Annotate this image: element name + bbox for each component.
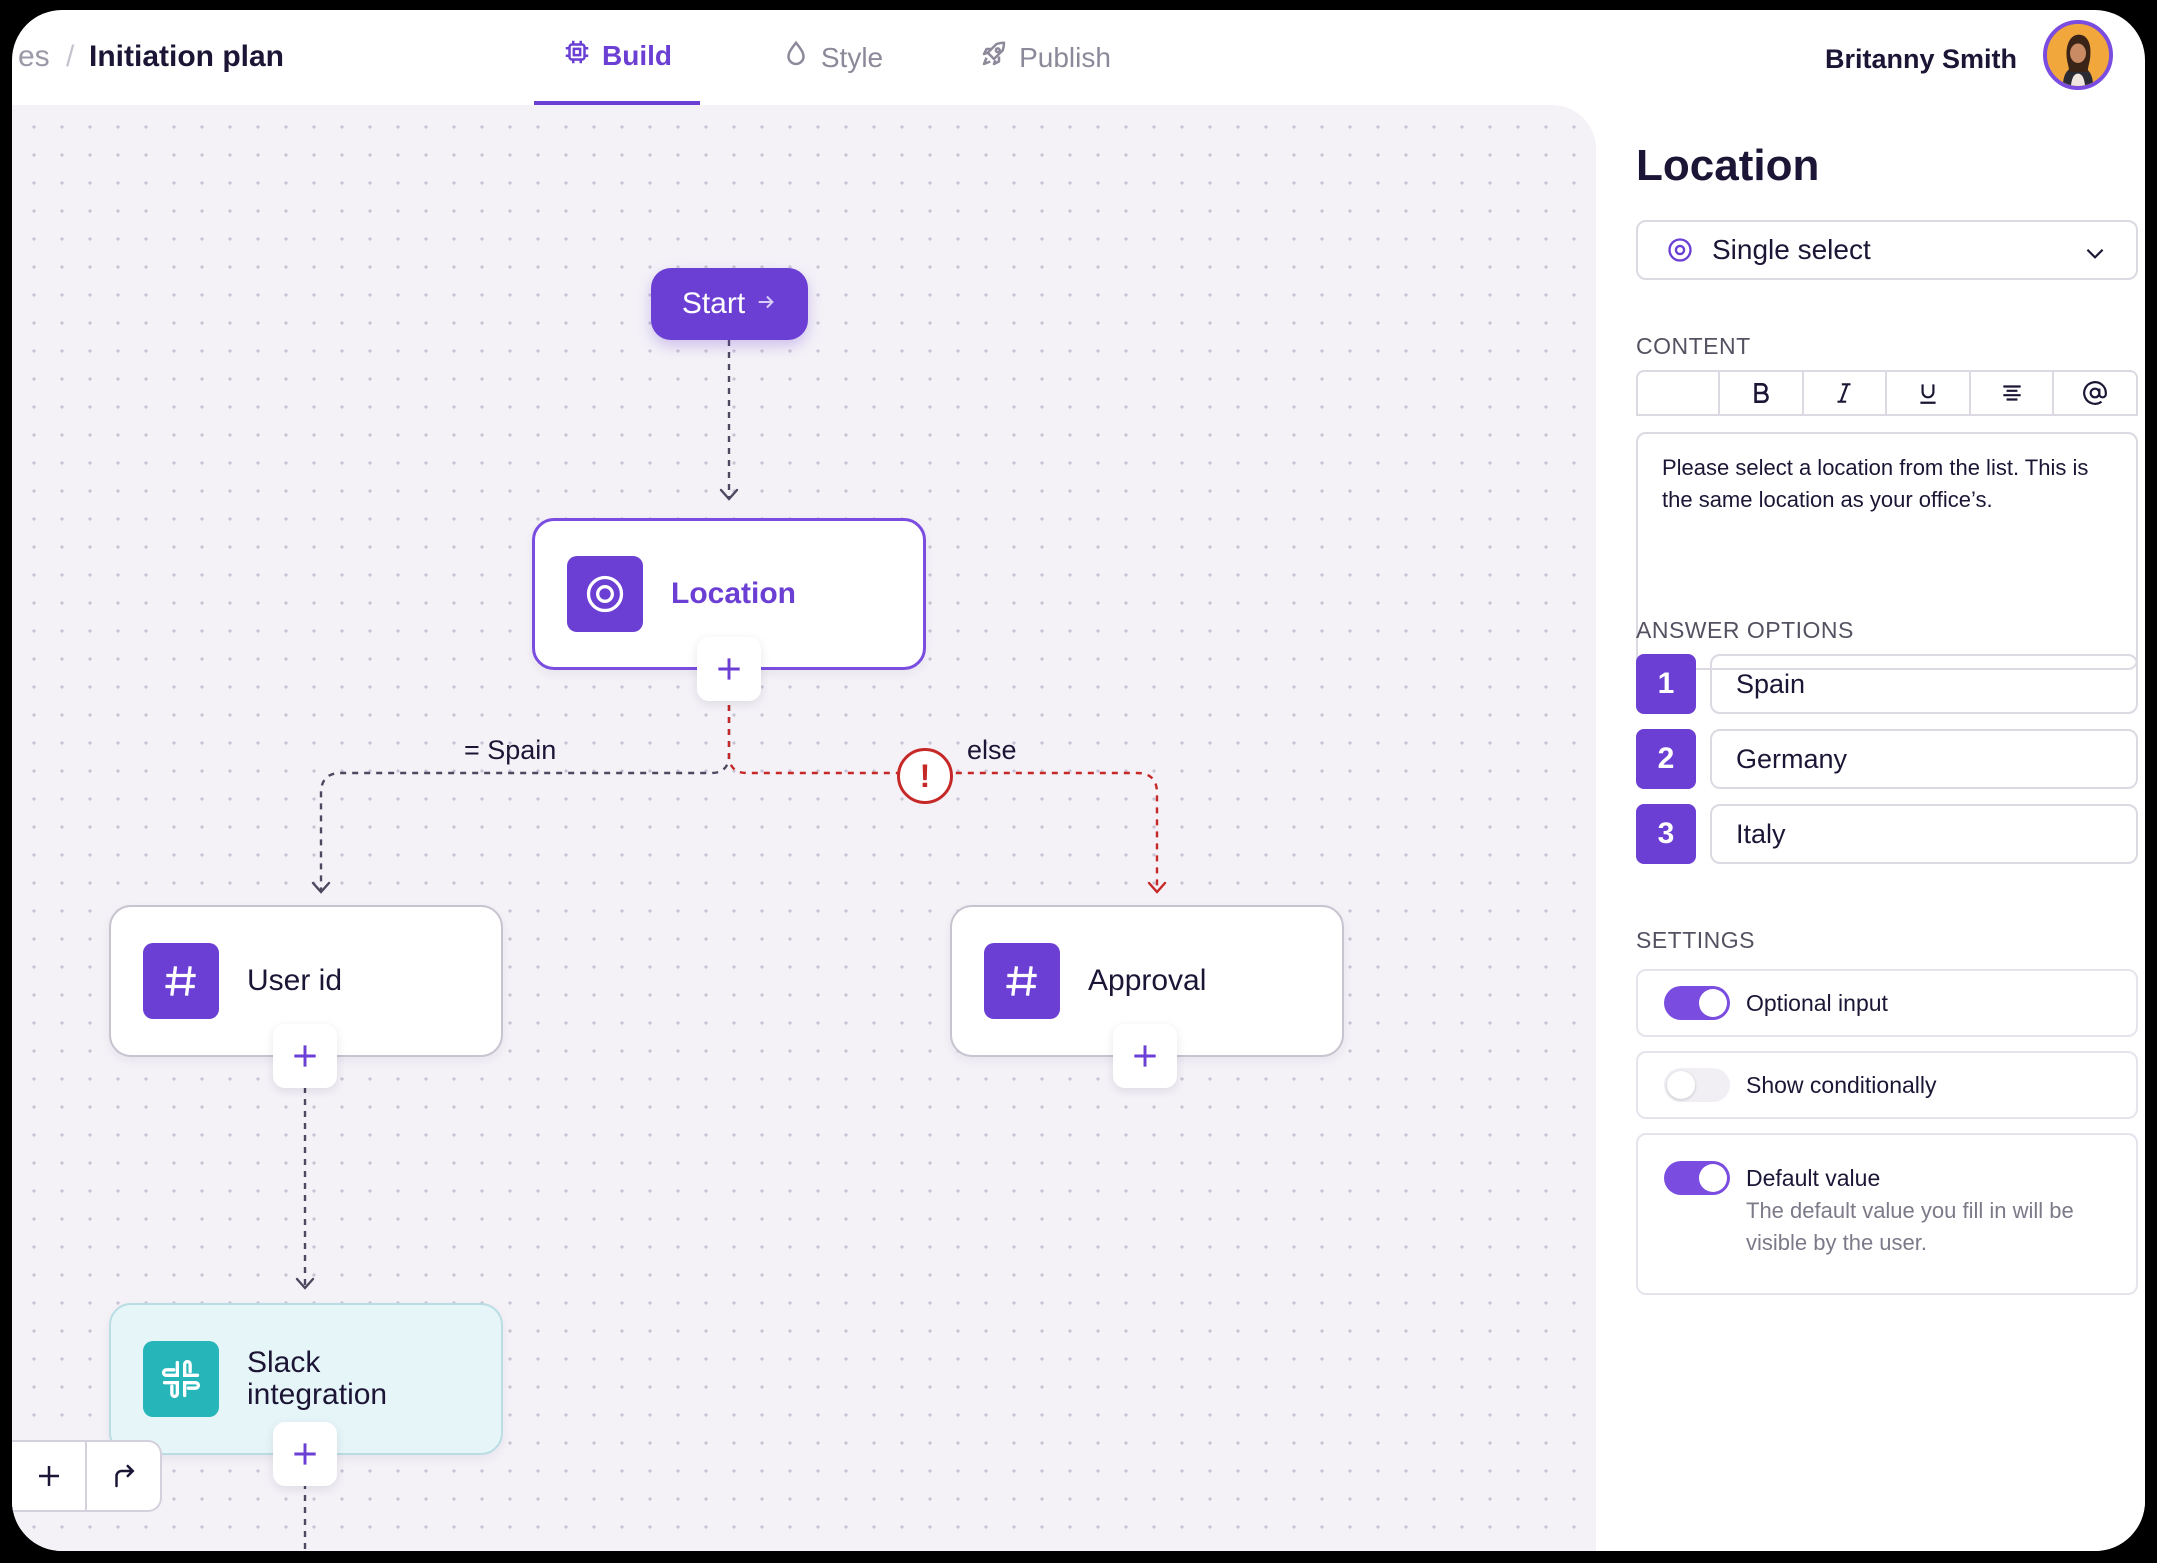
breadcrumb-current: Initiation plan xyxy=(89,40,284,73)
rocket-icon xyxy=(979,39,1009,76)
italic-icon xyxy=(1837,383,1851,403)
branch-label-spain: = Spain xyxy=(464,735,557,765)
node-approval-label: Approval xyxy=(1088,964,1207,997)
bold-icon xyxy=(1754,383,1769,403)
node-slack-label: Slack integration xyxy=(247,1347,387,1411)
start-label: Start xyxy=(681,287,746,320)
answer-option-row: 3 Italy xyxy=(1636,804,2138,864)
plus-icon xyxy=(718,658,740,680)
target-icon xyxy=(1666,236,1694,264)
setting-title: Show conditionally xyxy=(1746,1072,1937,1098)
underline-icon xyxy=(1920,384,1936,404)
plus-icon xyxy=(1134,1045,1156,1067)
tab-build[interactable]: Build xyxy=(534,10,700,105)
node-slack-label-line1: Slack xyxy=(247,1346,321,1379)
error-badge-icon[interactable]: ! xyxy=(897,748,953,804)
align-center-icon xyxy=(2002,385,2021,401)
option-number-badge: 2 xyxy=(1636,729,1696,789)
target-icon xyxy=(567,556,643,632)
setting-text: Optional input xyxy=(1746,986,1888,1020)
flow-canvas[interactable]: Start Location = Spain else ! User id xyxy=(12,105,1596,1551)
node-slack-label-line2: integration xyxy=(247,1378,388,1411)
breadcrumb-previous[interactable]: es xyxy=(18,40,50,73)
chip-icon xyxy=(562,37,592,74)
setting-text: Default value The default value you fill… xyxy=(1746,1161,2110,1259)
setting-show-conditionally: Show conditionally xyxy=(1636,1051,2138,1119)
tab-style[interactable]: Style xyxy=(762,10,902,105)
setting-title: Default value xyxy=(1746,1165,1881,1191)
tab-build-label: Build xyxy=(602,39,672,71)
mention-button[interactable] xyxy=(2052,372,2136,414)
canvas-controls xyxy=(12,1440,162,1512)
settings-heading: SETTINGS xyxy=(1636,927,1756,953)
plus-icon xyxy=(294,1045,316,1067)
plus-icon xyxy=(294,1443,316,1465)
optional-input-toggle[interactable] xyxy=(1664,986,1730,1020)
avatar[interactable] xyxy=(2043,20,2113,90)
setting-description: The default value you fill in will be vi… xyxy=(1746,1198,2074,1255)
hash-icon xyxy=(143,943,219,1019)
add-step-button[interactable] xyxy=(273,1422,337,1486)
answer-options-heading: ANSWER OPTIONS xyxy=(1636,617,1854,643)
question-type-select[interactable]: Single select xyxy=(1636,220,2138,280)
at-icon xyxy=(2083,381,2108,405)
option-input[interactable]: Spain xyxy=(1710,654,2138,714)
properties-panel: Location Single select CONTENT xyxy=(1596,105,2145,1551)
underline-button[interactable] xyxy=(1885,372,1969,414)
tab-publish[interactable]: Publish xyxy=(960,10,1130,105)
user-name: Britanny Smith xyxy=(1824,44,2017,74)
content-textarea[interactable]: Please select a location from the list. … xyxy=(1636,432,2138,670)
panel-title: Location xyxy=(1636,141,1820,190)
option-number-badge: 3 xyxy=(1636,804,1696,864)
chevron-down-icon xyxy=(2082,240,2108,266)
tab-style-label: Style xyxy=(820,41,884,73)
add-step-button[interactable] xyxy=(697,637,761,701)
add-step-button[interactable] xyxy=(273,1024,337,1088)
start-button[interactable]: Start xyxy=(651,268,808,340)
toolbar-spacer xyxy=(1638,372,1718,414)
question-type-value: Single select xyxy=(1712,234,1871,265)
setting-optional-input: Optional input xyxy=(1636,969,2138,1037)
answer-option-row: 1 Spain xyxy=(1636,654,2138,714)
italic-button[interactable] xyxy=(1801,372,1886,414)
align-center-button[interactable] xyxy=(1968,372,2053,414)
tab-publish-label: Publish xyxy=(1019,41,1111,73)
setting-text: Show conditionally xyxy=(1746,1068,1937,1102)
redo-icon xyxy=(114,1464,135,1488)
slack-icon xyxy=(143,1341,219,1417)
option-input[interactable]: Italy xyxy=(1710,804,2138,864)
plus-icon xyxy=(38,1466,59,1486)
rich-text-toolbar xyxy=(1636,370,2138,416)
hash-icon xyxy=(984,943,1060,1019)
node-approval[interactable]: Approval xyxy=(950,905,1344,1057)
flow-connectors xyxy=(295,340,1167,1551)
answer-option-row: 2 Germany xyxy=(1636,729,2138,789)
redo-button[interactable] xyxy=(87,1442,160,1510)
setting-default-value: Default value The default value you fill… xyxy=(1636,1133,2138,1295)
app-screen: es / Initiation plan Build Style Publish… xyxy=(12,10,2145,1551)
node-location-label: Location xyxy=(671,577,796,610)
zoom-in-button[interactable] xyxy=(12,1442,87,1510)
content-heading: CONTENT xyxy=(1636,333,1751,359)
option-number-badge: 1 xyxy=(1636,654,1696,714)
option-input[interactable]: Germany xyxy=(1710,729,2138,789)
breadcrumb-separator: / xyxy=(66,40,75,73)
node-user-id-label: User id xyxy=(247,964,343,997)
add-step-button[interactable] xyxy=(1113,1024,1177,1088)
drop-icon xyxy=(781,39,811,76)
bold-button[interactable] xyxy=(1718,372,1802,414)
default-value-toggle[interactable] xyxy=(1664,1161,1730,1195)
setting-title: Optional input xyxy=(1746,990,1888,1016)
branch-label-else: else xyxy=(967,735,1017,765)
show-conditionally-toggle[interactable] xyxy=(1664,1068,1730,1102)
arrow-right-icon xyxy=(755,287,777,321)
